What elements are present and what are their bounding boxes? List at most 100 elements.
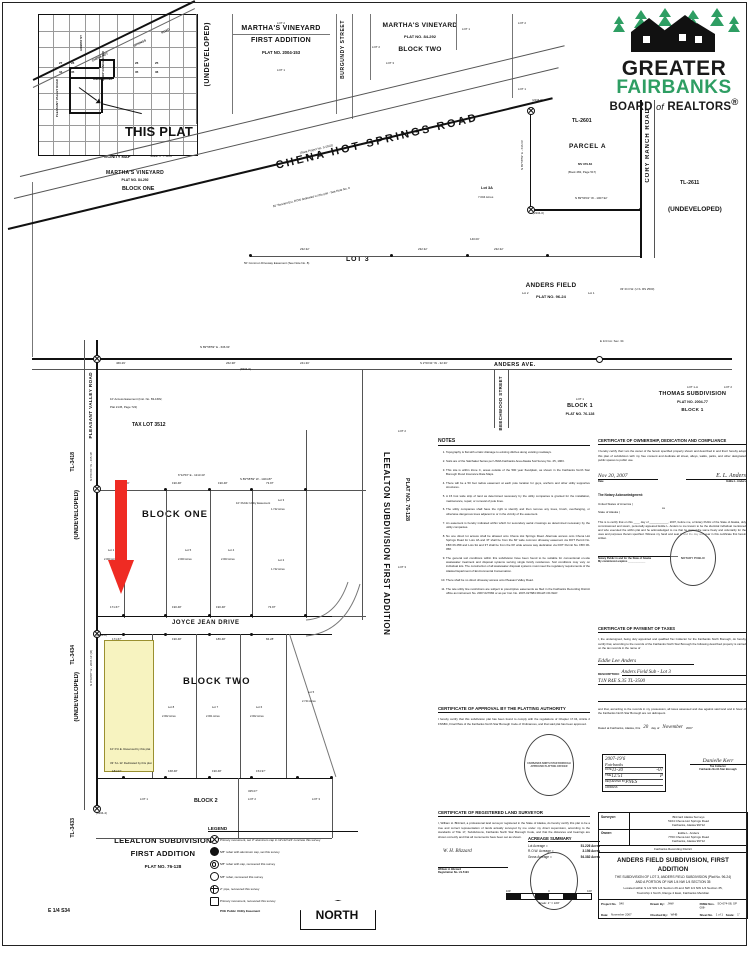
surveyor-seal bbox=[530, 852, 578, 910]
vicinity-label-airway-st: AIRWAY ST bbox=[79, 35, 83, 52]
tax-lot-2611: TL-2611 bbox=[680, 180, 700, 186]
vicinity-section-35: 35 bbox=[71, 70, 75, 74]
undeveloped-label-left: (UNDEVELOPED) bbox=[204, 22, 211, 87]
legend-item: 5/8" rebar with cap, recovered this surv… bbox=[208, 859, 358, 869]
marker-2234-5: (2234-5) bbox=[532, 98, 543, 102]
cert-platting-body: I hereby certify that this subdivision p… bbox=[438, 717, 590, 726]
footer-date-val: November 2007 bbox=[611, 912, 632, 917]
note-item: Soils are of the Salchaket Series per US… bbox=[446, 459, 590, 463]
leealton-bottom-plat: PLAT NO. 76-128 bbox=[144, 864, 182, 869]
legend-item: PUE Public Utility Easement bbox=[208, 909, 358, 913]
dist-jjd-3: 190.48' bbox=[216, 605, 226, 609]
thomas-lot2-label: LOT 2 bbox=[724, 385, 732, 389]
marker-2234-8: (2234-8) bbox=[96, 633, 107, 637]
notary-line-ss: ss bbox=[662, 505, 665, 510]
footer-fnsb-key: FNSB Nos. bbox=[699, 901, 715, 906]
leealton-bottom-name: LEEALTON SUBDIVISION bbox=[114, 836, 212, 845]
street-beechwood: BEECHWOOD STREET bbox=[498, 376, 503, 431]
vicinity-map-scale: Scale: 1" = 1200' bbox=[150, 154, 173, 158]
footer-drawn: Drawn By: JHW bbox=[648, 900, 697, 911]
footer-drawn-key: Drawn By: bbox=[650, 901, 665, 906]
cert-ownership-body: I hereby certify that I am the owner of … bbox=[598, 449, 746, 462]
footer-checked: Checked By: WHB bbox=[648, 911, 697, 918]
bearing-top: N 89°58'59" E - 636.63' bbox=[200, 345, 230, 349]
leealton-bottom-sub: FIRST ADDITION bbox=[130, 849, 196, 858]
lot-3a-acres: 7.004 Acres bbox=[478, 195, 494, 199]
leealton-vertical-title: LEEALTON SUBDIVISION FIRST ADDITION bbox=[382, 452, 391, 636]
undeveloped-label-tl3418: (UNDEVELOPED) bbox=[74, 490, 80, 540]
legend-item: 2" pipe, recovered this survey bbox=[208, 884, 358, 894]
title-block: Surveyor: Blizzard Alaska Surveys 5164 C… bbox=[598, 812, 748, 920]
notary-line-usa: United States of America | bbox=[598, 501, 633, 506]
lot-label-mv2-lot2b: LOT 2 bbox=[518, 21, 526, 25]
legend-item-label: 5/8" rebar with aluminum cap, set this s… bbox=[220, 849, 280, 854]
footer-checked-val: WHB bbox=[670, 912, 678, 917]
vicinity-section-27: 27 bbox=[59, 61, 63, 65]
taxes-dated-year: 2007 bbox=[685, 725, 693, 730]
bearing-b1-top: 6°12'53" E - 1213.43' bbox=[178, 473, 206, 477]
footer-project-val: 540 bbox=[619, 901, 624, 906]
cert-surveyor-body: I, William H. Blizzard, a professional l… bbox=[438, 821, 590, 839]
mv2-name: MARTHA'S VINEYARD bbox=[382, 22, 458, 29]
vicinity-label-pleasant-valley-road: PLEASANT VALLEY ROAD bbox=[55, 79, 59, 118]
cert-platting-heading: CERTIFICATE OF APPROVAL BY THE PLATTING … bbox=[438, 706, 590, 713]
legend-item-label: Primary monument, recovered this survey bbox=[220, 899, 276, 904]
lot-label-mv1-lot2: LOT 2 bbox=[277, 21, 285, 25]
dist-anders-1: 466.29' bbox=[116, 361, 126, 365]
easement-note-row: 33' R.O.W. (U.S. RS 2500) bbox=[620, 287, 655, 291]
notes-heading: NOTES bbox=[438, 438, 590, 446]
rebar-recovered-icon bbox=[208, 872, 220, 882]
b1-lot1-name: Lot 1 bbox=[108, 548, 115, 552]
cert-taxes-body: I, the undersigned, being duly appointed… bbox=[598, 637, 746, 650]
dist-anders-2: 262.38' bbox=[226, 361, 236, 365]
plat-sub-3: Located within S 1/2 SW 1/4 Section 26 a… bbox=[623, 885, 723, 890]
platting-seal-text: FAIRBANKS NORTH STAR BOROUGH APPROVED PL… bbox=[527, 762, 571, 768]
north-label: NORTH bbox=[315, 908, 359, 922]
parcel-a-label: PARCEL A bbox=[569, 143, 607, 150]
leealton-lot1: LOT 1 bbox=[140, 797, 148, 801]
legend-item-label: 5/8" rebar with cap, recovered this surv… bbox=[220, 862, 276, 867]
bearing-pv-1: N 0°01'01" W - 465.18' bbox=[89, 452, 93, 482]
notes-list: Topography is flat with erratic drainage… bbox=[438, 450, 590, 595]
certificate-ownership: CERTIFICATE OF OWNERSHIP, DEDICATION AND… bbox=[598, 438, 746, 586]
lot-label-mv2-lot2: LOT 2 bbox=[372, 45, 380, 49]
parcel-a-ref2: (Book 482, Page 517) bbox=[568, 170, 597, 174]
distance-d: 140.00' bbox=[470, 237, 480, 241]
owner-line-3: Fairbanks, Alaska 99712 bbox=[672, 839, 705, 844]
leealton-b1-plat: PLAT NO. 76-128 bbox=[565, 412, 595, 417]
surveyor-signature: W. H. Blizzard bbox=[438, 849, 472, 854]
barscale-mid: 0 bbox=[548, 890, 550, 893]
vicinity-section-36: 36 bbox=[155, 70, 159, 74]
distance-leealton: 325.07' bbox=[248, 789, 258, 793]
footer-fnsb-val: SO-074-08, SP 008- bbox=[699, 901, 737, 910]
footer-project-key: Project No. bbox=[601, 901, 617, 906]
title-block-footer: Project No. 540 Drawn By: JHW FNSB Nos. … bbox=[599, 900, 747, 918]
red-highlight-arrow bbox=[108, 480, 134, 600]
platting-authority-seal: FAIRBANKS NORTH STAR BOROUGH APPROVED PL… bbox=[524, 734, 574, 796]
bearing-parcel-a-west: N 89°58'59" E - 636.64' bbox=[520, 140, 524, 170]
bearing-anders: S 2°00'41" W - 32.30' bbox=[420, 361, 448, 365]
marker-2234-6: (2234-6) bbox=[533, 211, 544, 215]
acreage-value: 51.226 Acres bbox=[580, 844, 600, 848]
owner-value: Eddie L. Anders 7760 Chena Hot Springs R… bbox=[630, 830, 747, 846]
primary-monument-recovered-icon bbox=[208, 896, 220, 906]
anders-field-lot1: Lot 1 bbox=[588, 291, 595, 295]
notary-heading: The Notary Acknowledgment: bbox=[598, 492, 643, 497]
undeveloped-label-right: (UNDEVELOPED) bbox=[668, 206, 722, 213]
corner-e14-s34: E 1/4 S34 bbox=[48, 908, 70, 914]
footer-scale-key: Scale: bbox=[725, 912, 735, 917]
stamp-time-pm: P bbox=[659, 774, 663, 779]
b1-lot4-name: Lot 4 bbox=[228, 548, 235, 552]
thomas-lot-label: LOT 1-A bbox=[687, 385, 698, 389]
tax-borough-label: Fairbanks North Star Borough bbox=[699, 768, 737, 771]
barscale-right: 100' bbox=[587, 890, 592, 893]
vicinity-map: THIS PLAT CHENA HOT SPRINGS ROAD AIRWAY … bbox=[32, 0, 198, 156]
logo-registered-mark: ® bbox=[731, 97, 739, 108]
b2-lot8-name: Lot 8 bbox=[168, 705, 175, 709]
taxes-dated-day: 20 bbox=[643, 724, 649, 730]
acreage-row: Lot Acreage =51.226 Acres bbox=[528, 844, 600, 849]
mv1-name: MARTHA'S VINEYARD bbox=[241, 25, 321, 33]
thomas-plat: PLAT NO. 2004-77 bbox=[677, 400, 708, 405]
rebar-alum-cap-set-icon bbox=[208, 847, 220, 857]
lot-3-label: LOT 3 bbox=[346, 256, 370, 263]
